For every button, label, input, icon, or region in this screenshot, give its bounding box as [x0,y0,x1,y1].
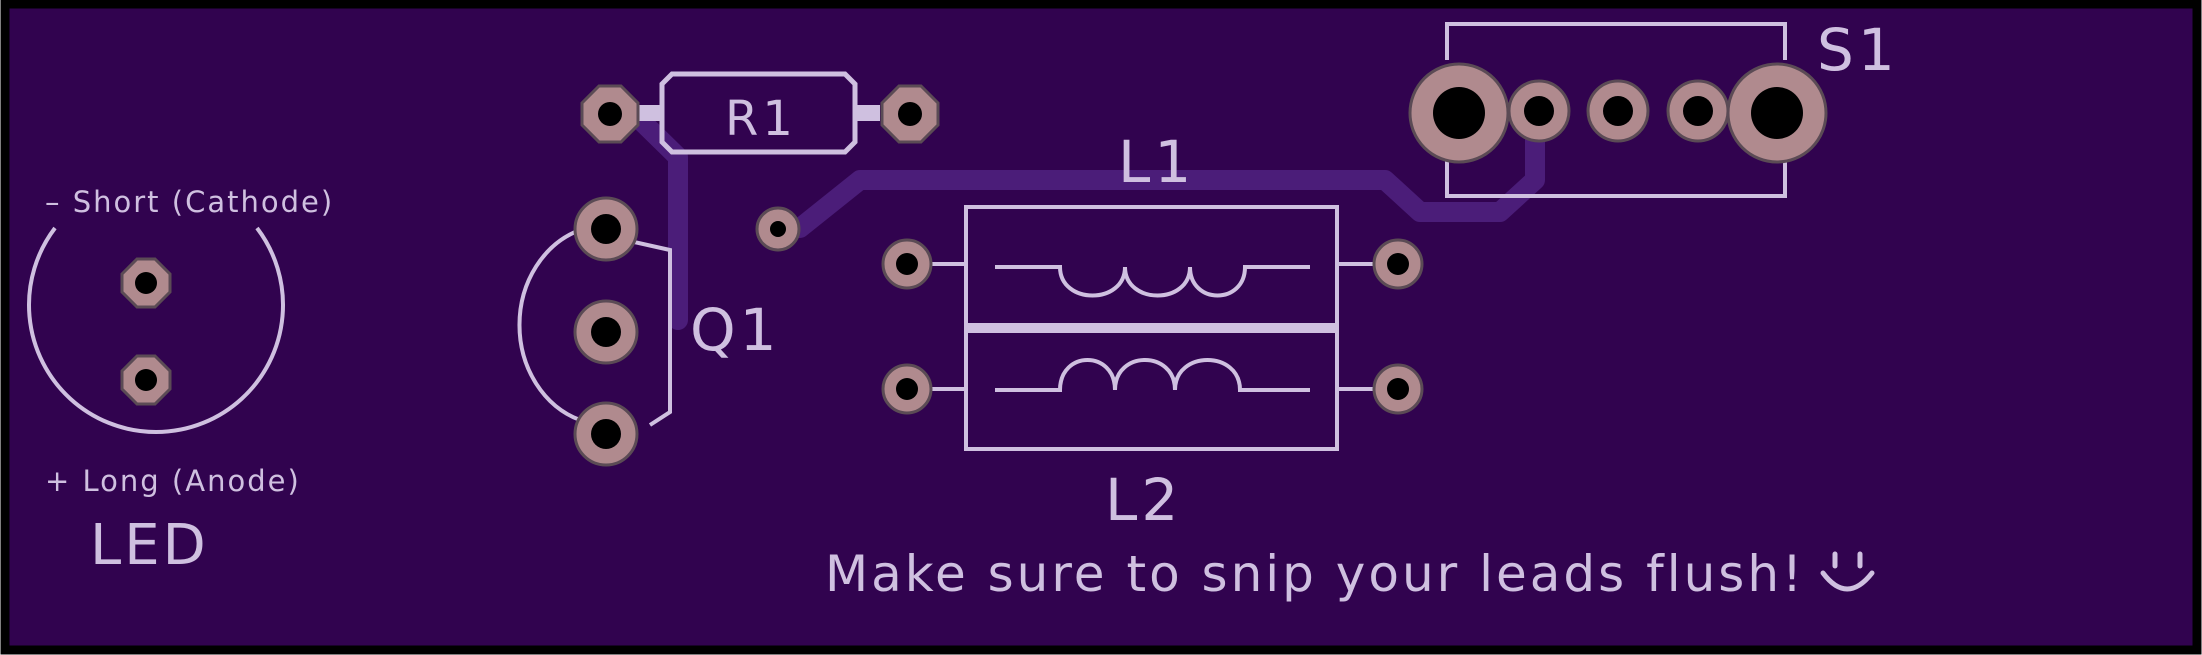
q1-footprint [517,196,672,467]
led-anode-label: + Long (Anode) [45,464,301,498]
q1-drill-2 [591,317,621,347]
l2-drill-1 [896,378,918,400]
smiley-mouth [1820,570,1875,592]
r1-drill-1 [598,102,622,126]
q1-silkscreen-outline [517,227,672,427]
l1-drill-1 [896,253,918,275]
assembly-message: Make sure to snip your leads flush! [825,545,1805,603]
q1-refdes: Q1 [690,296,781,364]
led-refdes: LED [90,513,209,578]
led-drill-cathode [135,272,157,294]
led-cathode-label: – Short (Cathode) [45,185,334,219]
q1-drill-3 [591,419,621,449]
s1-mount-drill-left [1433,87,1485,139]
l2-drill-2 [1387,378,1409,400]
q1-drill-1 [591,214,621,244]
via-drill [770,221,786,237]
via [755,206,801,252]
smiley-icon [1820,551,1875,592]
s1-drill-1 [1524,96,1554,126]
r1-silkscreen-body [659,71,858,155]
l1-refdes: L1 [1118,128,1195,196]
l1-coil-symbol [995,265,1310,298]
s1-mount-drill-right [1751,87,1803,139]
l2-refdes: L2 [1105,466,1182,534]
r1-drill-2 [898,102,922,126]
copper-traces [620,100,1545,330]
r1-refdes: R1 [725,91,797,147]
s1-drill-2 [1603,96,1633,126]
trace-r1-q1 [620,100,688,330]
s1-drill-3 [1683,96,1713,126]
s1-silkscreen-outline [1445,22,1787,198]
led-silkscreen-outline [27,226,285,434]
trace-via-s1 [770,100,1545,238]
inductor-footprints [881,205,1424,451]
led-footprint [27,226,285,434]
s1-refdes: S1 [1817,16,1899,84]
l1-drill-2 [1387,253,1409,275]
s1-footprint [1408,22,1828,198]
r1-footprint [580,71,940,155]
led-drill-anode [135,369,157,391]
l2-coil-symbol [995,358,1310,392]
